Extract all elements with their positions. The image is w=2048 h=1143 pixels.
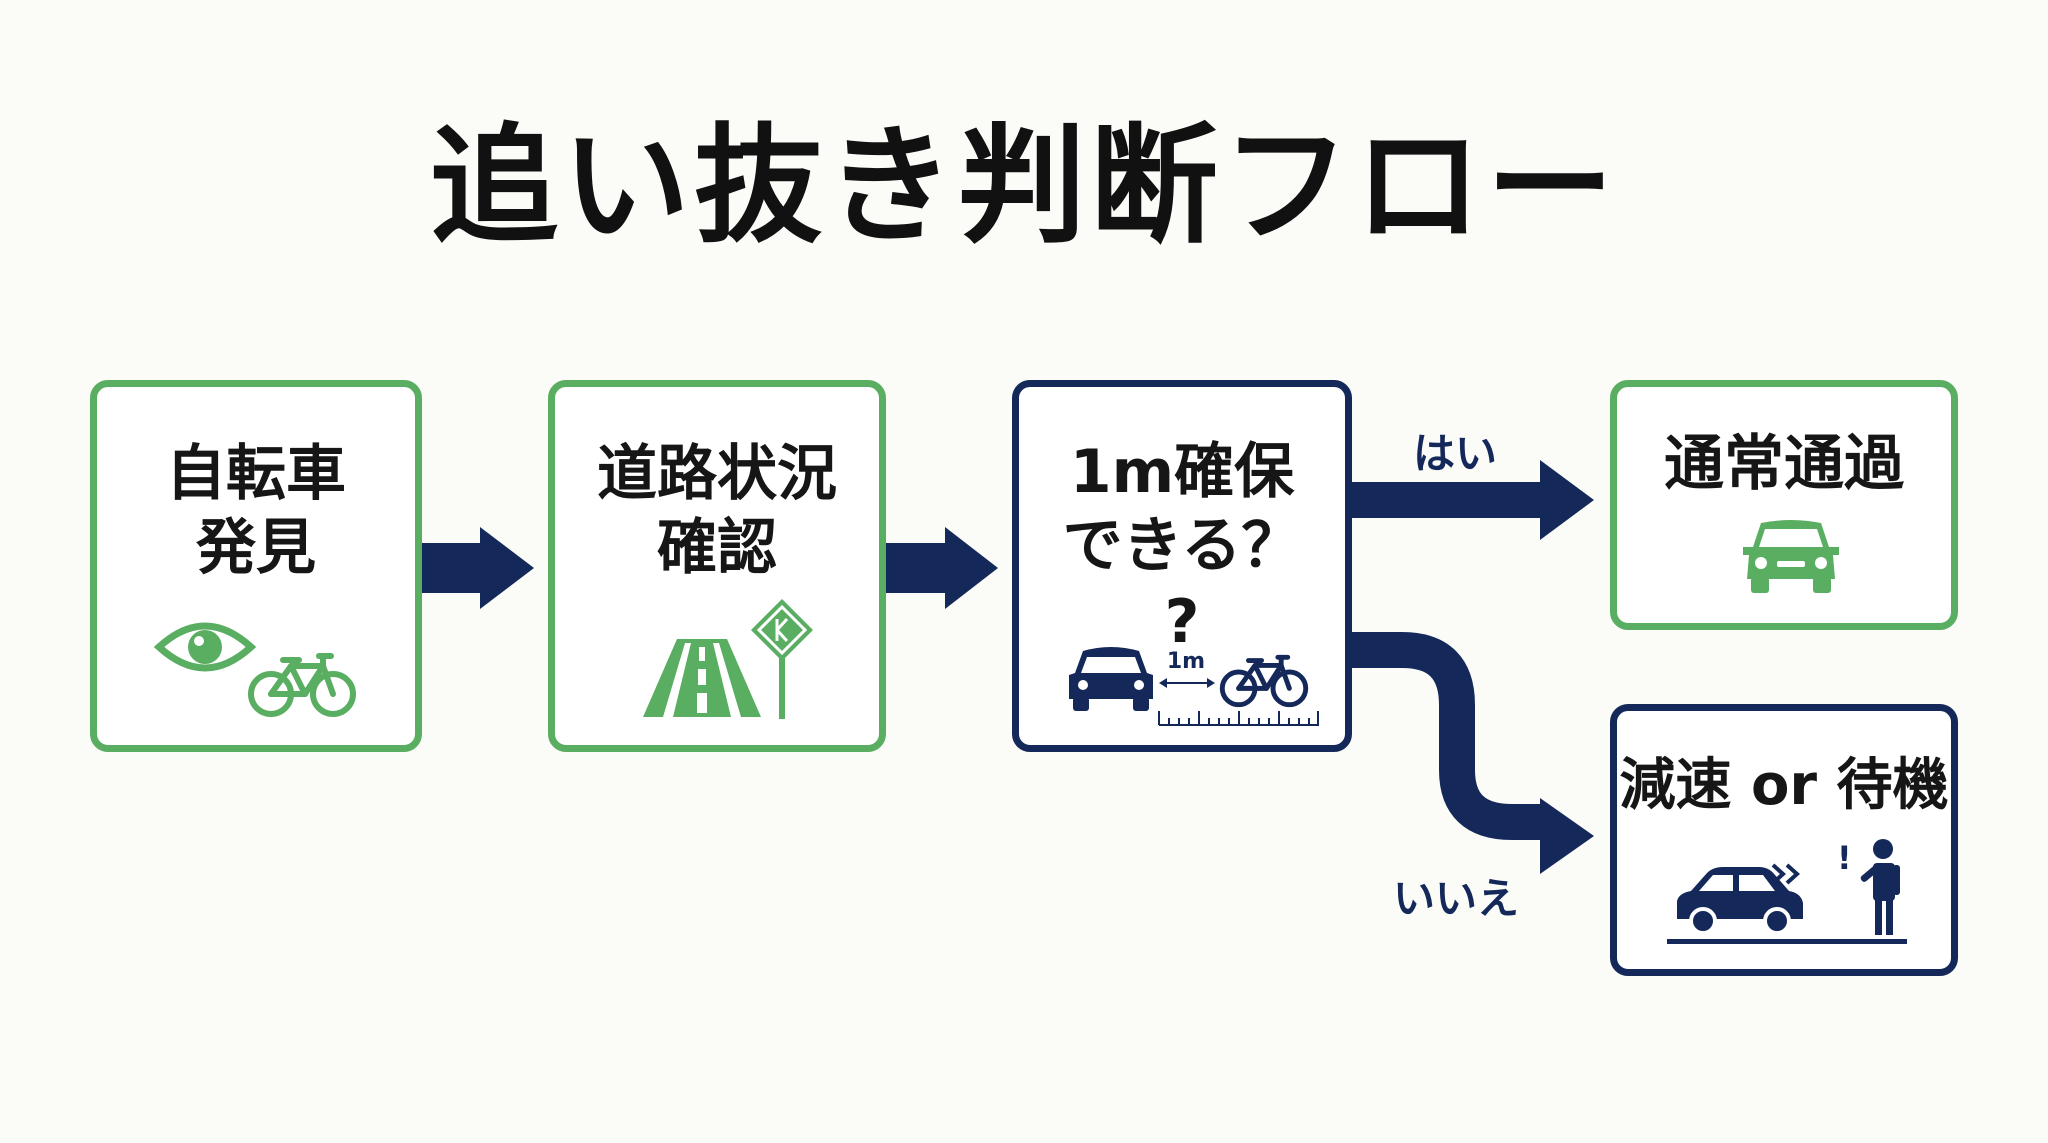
node-road-check-line1: 道路状況 xyxy=(597,439,837,509)
node-road-check-line2: 確認 xyxy=(657,513,777,583)
node-decision: 1m確保 できる？ ? 1m xyxy=(1012,380,1352,752)
bicycle-icon xyxy=(1219,654,1309,708)
person-icon xyxy=(1860,839,1900,935)
yes-label: はい xyxy=(1413,429,1498,478)
alert-mark: ! xyxy=(1837,839,1852,877)
arrow-decision-to-pass xyxy=(1352,460,1594,540)
node-road-check: 道路状況 確認 xyxy=(548,380,886,752)
arrow-decision-to-slowwait-curve xyxy=(1352,632,1540,840)
bicycle-icon xyxy=(248,653,356,717)
ground-line xyxy=(1667,939,1907,944)
car-side-icon xyxy=(1677,867,1803,935)
arrow-bike-to-road xyxy=(422,527,534,609)
node-bike-found-line2: 発見 xyxy=(196,513,316,583)
arrow-decision-to-slowwait-head xyxy=(1540,798,1594,874)
node-decision-line1: 1m確保 xyxy=(1069,437,1295,507)
node-slow-wait-label: 減速 or 待機 xyxy=(1619,753,1949,818)
distance-label: 1m xyxy=(1166,649,1206,674)
node-pass-label: 通常通過 xyxy=(1664,429,1904,499)
node-decision-question: ? xyxy=(1164,587,1200,657)
diagram-title: 追い抜き判断フロー xyxy=(429,112,1618,261)
node-pass: 通常通過 xyxy=(1610,380,1958,630)
node-decision-line2: できる？ xyxy=(1062,511,1302,581)
distance-arrow xyxy=(1159,678,1215,688)
no-label: いいえ xyxy=(1393,874,1520,923)
ruler-icon xyxy=(1158,711,1319,726)
node-bike-found-line1: 自転車 xyxy=(166,439,346,509)
node-bike-found: 自転車 発見 xyxy=(90,380,422,752)
car-icon xyxy=(1069,647,1153,711)
arrow-road-to-decision xyxy=(886,527,998,609)
eye-icon xyxy=(153,622,257,672)
car-front-icon xyxy=(1743,520,1839,593)
slow-down-chevrons-icon xyxy=(1771,863,1800,885)
node-slow-wait: 減速 or 待機 ! xyxy=(1610,704,1958,976)
road-sign-icon xyxy=(751,599,813,719)
road-icon xyxy=(643,639,761,717)
